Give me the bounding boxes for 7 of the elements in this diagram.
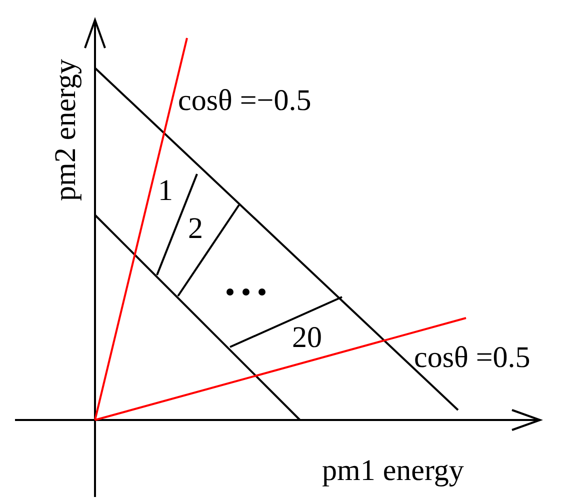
region-number: 2 [188, 214, 203, 244]
axis-label: pm2 energy [51, 59, 81, 201]
angle-label: cosθ =−0.5 [178, 86, 312, 116]
region-number: 1 [158, 176, 173, 206]
region-number: 20 [292, 323, 322, 353]
axis-label: pm1 energy [322, 456, 464, 486]
angle-label: cosθ =0.5 [414, 343, 530, 373]
